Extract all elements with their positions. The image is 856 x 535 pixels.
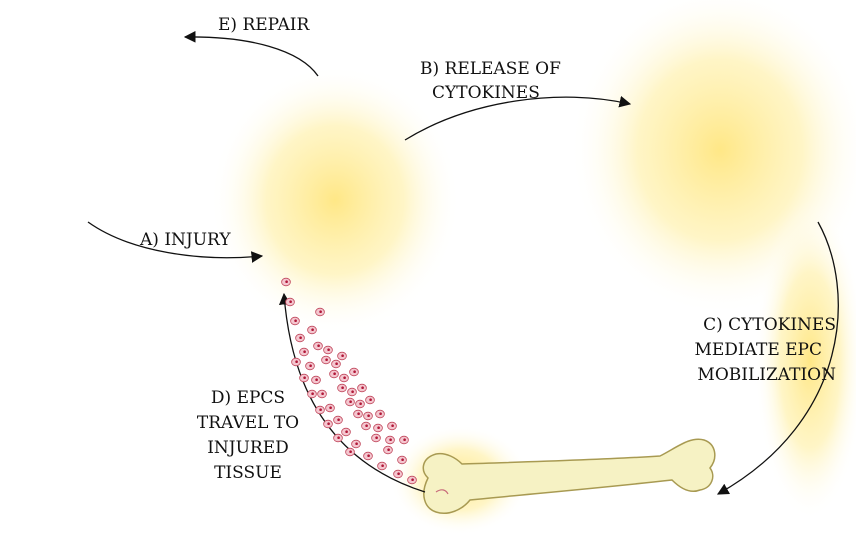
epc-cell-nucleus — [343, 376, 346, 379]
repair-arrow — [185, 37, 318, 76]
label-travel-line4: TISSUE — [214, 463, 282, 483]
epc-cell-nucleus — [299, 336, 302, 339]
epc-cell-nucleus — [303, 376, 306, 379]
label-mediate-line1: C) CYTOKINES — [703, 315, 836, 335]
epc-cell-nucleus — [389, 438, 392, 441]
epc-cell-nucleus — [403, 438, 406, 441]
epc-cell-nucleus — [319, 408, 322, 411]
epc-cell-nucleus — [317, 344, 320, 347]
epc-cell-nucleus — [401, 458, 404, 461]
epc-cell-nucleus — [377, 426, 380, 429]
epc-cell-nucleus — [365, 424, 368, 427]
epc-cell-nucleus — [303, 350, 306, 353]
label-release-line2: CYTOKINES — [432, 83, 540, 103]
epc-cell-nucleus — [357, 412, 360, 415]
epc-cell-nucleus — [337, 436, 340, 439]
epc-cell-nucleus — [367, 454, 370, 457]
epc-cell-nucleus — [329, 406, 332, 409]
epc-cell-nucleus — [335, 362, 338, 365]
epc-cell-nucleus — [289, 300, 292, 303]
epc-cell-nucleus — [349, 400, 352, 403]
epc-cell-nucleus — [321, 392, 324, 395]
epc-cell-nucleus — [367, 414, 370, 417]
epc-cell-nucleus — [411, 478, 414, 481]
epc-cell-nucleus — [355, 442, 358, 445]
label-repair: E) REPAIR — [218, 15, 311, 35]
epc-cell-nucleus — [285, 280, 288, 283]
label-travel-line2: TRAVEL TO — [197, 413, 299, 433]
epc-cell-nucleus — [345, 430, 348, 433]
epc-cell-nucleus — [311, 328, 314, 331]
label-mediate-line3: MOBILIZATION — [697, 365, 836, 385]
label-travel-line3: INJURED — [207, 438, 289, 458]
epc-cell-nucleus — [311, 392, 314, 395]
epc-cell-nucleus — [379, 412, 382, 415]
epc-cell-nucleus — [327, 422, 330, 425]
epc-cell-nucleus — [369, 398, 372, 401]
epc-cell-nucleus — [391, 424, 394, 427]
epc-cell-nucleus — [397, 472, 400, 475]
epc-cell-nucleus — [327, 348, 330, 351]
epc-cell-nucleus — [309, 364, 312, 367]
epc-cell-nucleus — [319, 310, 322, 313]
epc-cell-nucleus — [341, 386, 344, 389]
epc-cell-nucleus — [315, 378, 318, 381]
epc-cell-nucleus — [361, 386, 364, 389]
epc-cell-nucleus — [387, 448, 390, 451]
injury-glow — [210, 65, 460, 335]
epc-cell-nucleus — [375, 436, 378, 439]
epc-cell-nucleus — [295, 360, 298, 363]
epc-cell-nucleus — [333, 372, 336, 375]
epc-cell-nucleus — [359, 402, 362, 405]
epc-cell-nucleus — [351, 390, 354, 393]
epc-cell-nucleus — [349, 450, 352, 453]
epc-cell-nucleus — [294, 319, 297, 322]
label-injury: A) INJURY — [139, 230, 231, 250]
label-release-line1: B) RELEASE OF — [420, 59, 561, 79]
epc-cell-nucleus — [337, 418, 340, 421]
epc-cell-nucleus — [353, 370, 356, 373]
epc-cell-nucleus — [341, 354, 344, 357]
epc-cell-nucleus — [325, 358, 328, 361]
epc-cell-nucleus — [381, 464, 384, 467]
label-mediate-line2: MEDIATE EPC — [694, 340, 822, 360]
label-travel-line1: D) EPCS — [211, 388, 285, 408]
